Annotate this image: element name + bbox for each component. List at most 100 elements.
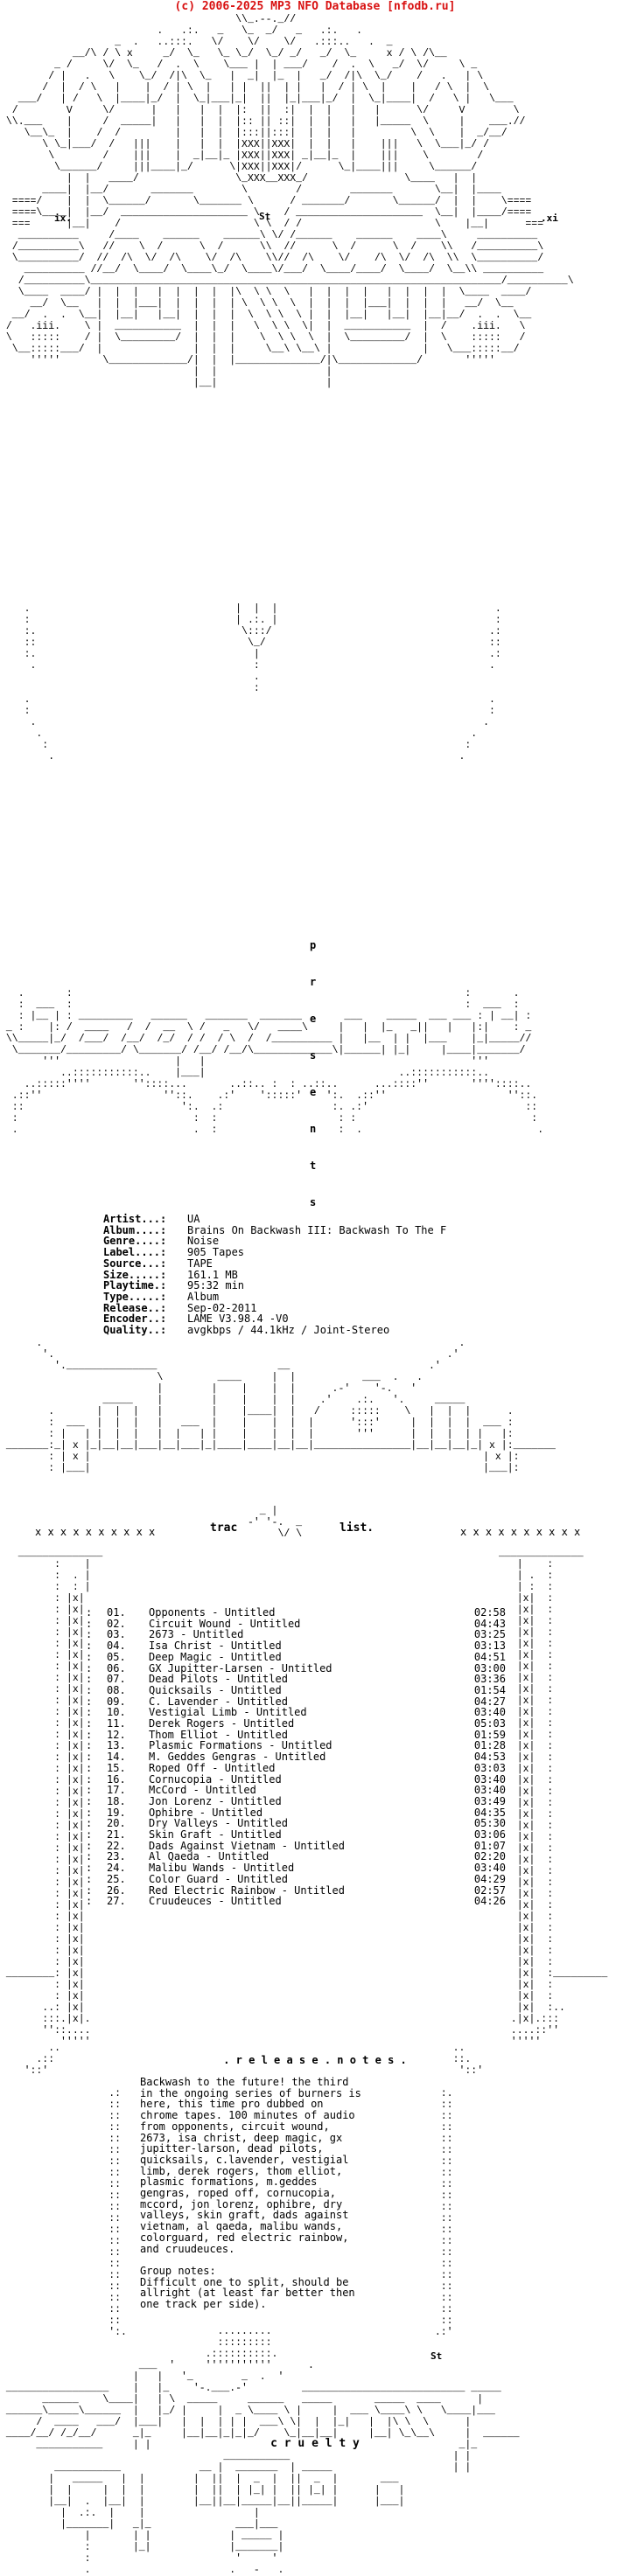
track-number: 15. [107,1761,126,1774]
track-duration: 05:30 [473,1817,506,1830]
tracklist-right-border-art: ______________ | : | . : | : : |x| : |x|… [499,1548,608,2048]
track-duration: 03:40 [473,1706,506,1719]
info-value: 161.1 MB [187,1268,238,1281]
track-spacer [128,1707,149,1718]
track-bullet: : [86,1661,93,1674]
track-title: Ophibre - Untitled [149,1806,263,1819]
track-bullet: : [86,1806,93,1819]
track-duration: 03:40 [473,1784,506,1797]
release-note-line: from opponents, circuit wound, [140,2120,330,2133]
info-value: Album [187,1290,220,1303]
info-value: 95:32 min [187,1279,245,1292]
track-number: 04. [107,1640,126,1653]
xi-mark-right: .xi [541,212,558,224]
info-key: Artist...: [103,1213,167,1225]
track-spacer [128,1619,149,1630]
info-row: Type.....:Album [103,1291,446,1303]
track-number: 12. [107,1728,126,1741]
track-duration: 05:03 [473,1717,506,1730]
x-row-left: x x x x x x x x x x [35,1526,156,1538]
release-note-line: gengras, roped off, cornucopia, [140,2187,336,2200]
track-number: 19. [107,1806,126,1819]
track-bullet: : [86,1817,93,1830]
track-duration: 03:40 [473,1772,506,1786]
track-duration: 04:27 [473,1695,506,1708]
release-note-line: colorguard, red electric rainbow, [140,2231,349,2244]
track-duration: 03:00 [473,1661,506,1674]
track-title: Color Guard - Untitled [149,1872,288,1885]
presents-letter: s [310,1196,317,1208]
track-duration: 03:13 [473,1640,506,1653]
tracklist-header-art: . . '. .' '._______________ __ [5,1338,556,1474]
info-row: Label....:905 Tapes [103,1247,446,1258]
track-bullet: : [86,1883,93,1897]
track-spacer [128,1851,149,1862]
info-value: UA [187,1213,200,1225]
track-number: 26. [107,1883,126,1897]
track-spacer [128,1696,149,1708]
release-note-line: Group notes: [140,2264,216,2277]
track-bullet: : [86,1761,93,1774]
track-title: Quicksails - Untitled [149,1683,282,1696]
info-row: Size.....:161.1 MB [103,1268,446,1281]
info-key: Genre....: [103,1235,167,1248]
track-spacer [128,1796,149,1807]
release-note-line: one track per side). [140,2298,267,2311]
track-title: Dry Valleys - Untitled [149,1817,288,1830]
release-note-line: plasmic formations, m.geddes [140,2176,318,2189]
track-bullet: : [86,1862,93,1875]
track-number: 18. [107,1794,126,1807]
track-spacer [128,1885,149,1897]
track-title: Dead Pilots - Untitled [149,1673,288,1686]
track-bullet: : [86,1828,93,1841]
track-duration: 04:29 [473,1872,506,1885]
track-title: GX Jupitter-Larsen - Untitled [149,1661,332,1674]
track-title: C. Lavender - Untitled [149,1695,288,1708]
track-title: Circuit Wound - Untitled [149,1617,301,1630]
track-spacer [128,1896,149,1907]
info-key: Quality..: [103,1324,167,1337]
track-title: Red Electric Rainbow - Untitled [149,1883,345,1897]
track-title: Isa Christ - Untitled [149,1640,282,1653]
presents-vertical-text: p r e s e n t s [310,918,316,1230]
info-key: Release..: [103,1301,167,1314]
track-spacer [128,1829,149,1841]
track-title: Cruudeuces - Untitled [149,1895,282,1908]
presents-letter: e [310,1086,317,1098]
track-number: 21. [107,1828,126,1841]
track-title: Malibu Wands - Untitled [149,1862,295,1875]
presents-letter: r [310,976,317,988]
release-note-line: and cruudeuces. [140,2242,235,2255]
track-duration: 01:54 [473,1683,506,1696]
track-title: Plasmic Formations - Untitled [149,1739,332,1752]
tracklist-heading-right: list. [340,1521,374,1535]
info-key: Label....: [103,1246,167,1259]
nfodb-credit: (c) 2006-2025 MP3 NFO Database [nfodb.ru… [174,0,456,13]
info-key: Playtime.: [103,1279,167,1292]
track-duration: 03:25 [473,1628,506,1641]
track-number: 09. [107,1695,126,1708]
track-spacer [128,1862,149,1874]
info-row: Quality..:avgkbps / 44.1kHz / Joint-Ster… [103,1325,446,1336]
presents-letter: s [310,1049,317,1062]
track-bullet: : [86,1606,93,1619]
info-row: Encoder..:LAME V3.98.4 -V0 [103,1313,446,1325]
top-ornament-art: \\_.--._// . .:. _ \_ _/ _ .:. . _ . ..:… [5,14,574,389]
track-number: 03. [107,1628,126,1641]
release-note-line: mccord, jon lorenz, ophibre, dry [140,2197,343,2210]
info-row: Genre....:Noise [103,1236,446,1247]
release-note-line: jupitter-larson, dead pilots, [140,2142,324,2155]
track-title: Dads Against Vietnam - Untitled [149,1839,345,1852]
info-row: Album....:Brains On Backwash III: Backwa… [103,1224,446,1236]
track-duration: 01:59 [473,1728,506,1741]
